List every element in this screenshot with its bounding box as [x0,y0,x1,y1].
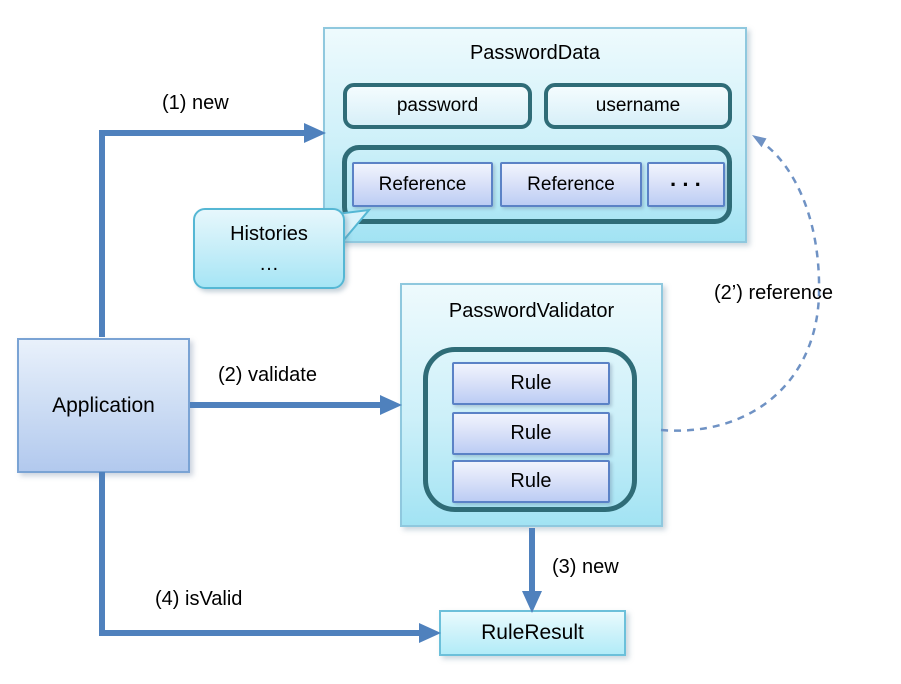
reference-box-1: Reference [352,162,493,207]
password-data-box: PasswordData [323,27,747,243]
password-field-box: password [343,83,532,129]
label-new3: (3) new [552,556,619,578]
arrow-reference-head [752,135,767,148]
rule-result-box: RuleResult [439,610,626,656]
rule-box-2: Rule [452,412,610,455]
username-field-box: username [544,83,732,129]
histories-title: Histories [230,222,308,245]
reference-ellipsis-box: ··· [647,162,725,207]
histories-ellipsis: … [259,252,279,275]
label-reference: (2’) reference [714,282,833,304]
reference-box-2: Reference [500,162,642,207]
rule-box-1: Rule [452,362,610,405]
application-box: Application [17,338,190,473]
arrow-isvalid-line [99,472,420,636]
label-validate: (2) validate [218,364,317,386]
label-isvalid: (4) isValid [155,588,243,610]
label-new1: (1) new [162,92,229,114]
arrow-isvalid-head [419,623,441,643]
rules-group-box [423,347,637,512]
password-validator-title: PasswordValidator [448,299,615,322]
histories-callout: Histories … [193,208,345,289]
password-data-title: PasswordData [469,41,601,64]
rule-box-3: Rule [452,460,610,503]
arrow-validate-head [380,395,402,415]
